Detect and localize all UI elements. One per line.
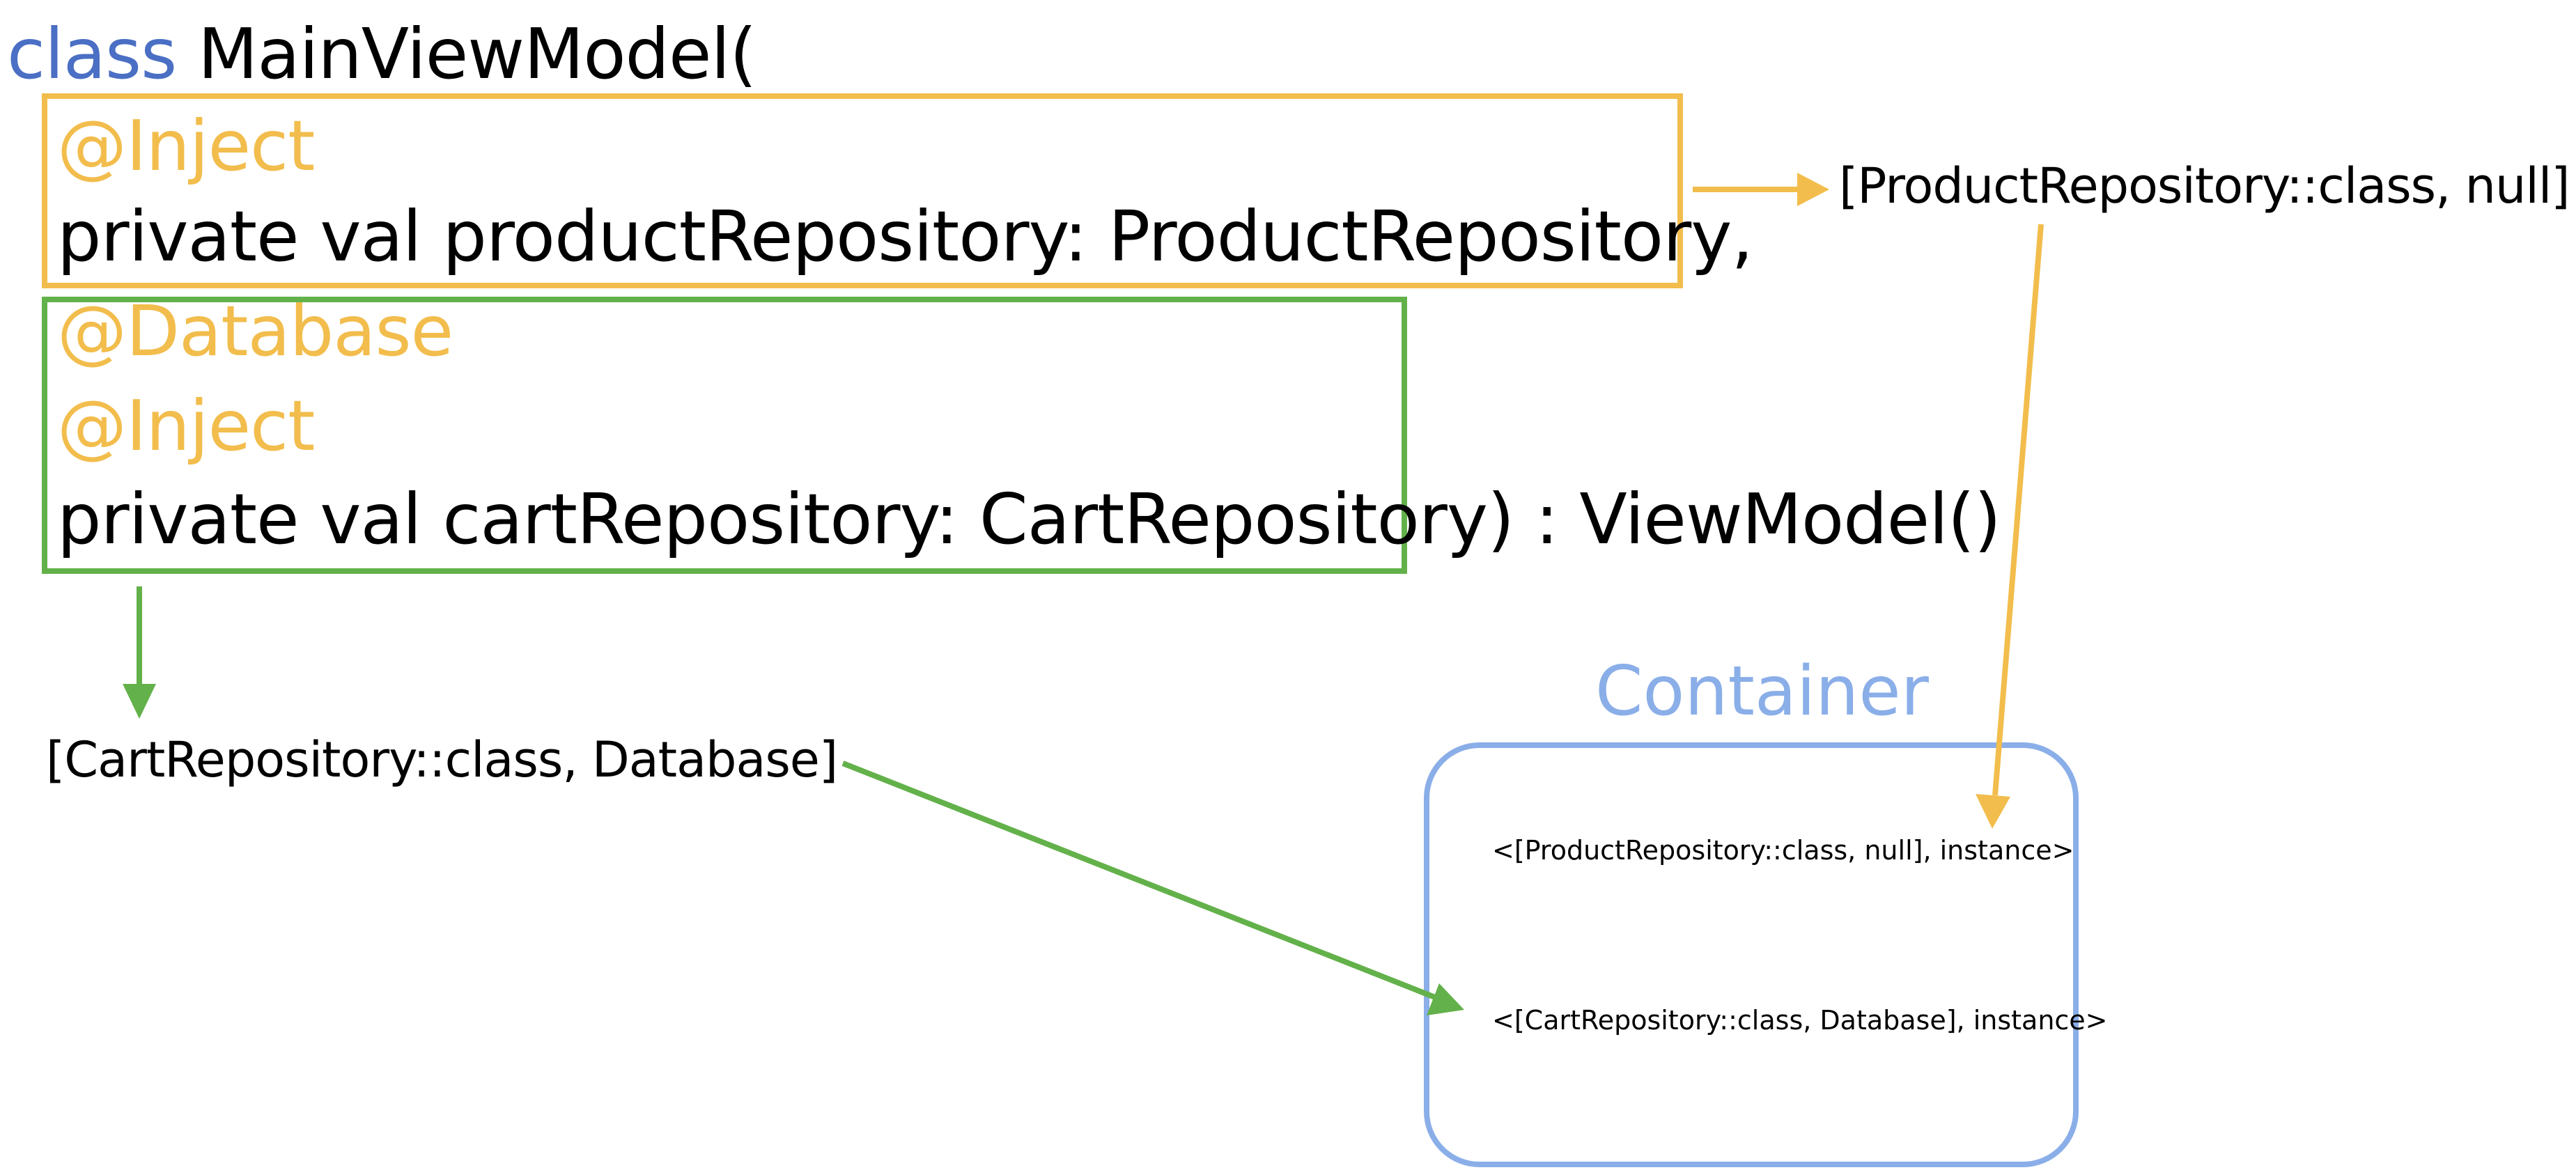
product-param-highlight-box [42, 93, 1683, 288]
cart-param-tail: ) : ViewModel() [1487, 478, 2001, 560]
cart-param: private val cartRepository: CartReposito… [57, 478, 1488, 560]
class-keyword: class [7, 13, 177, 95]
product-key-label: [ProductRepository::class, null] [1839, 157, 2570, 214]
cart-param-line: private val cartRepository: CartReposito… [57, 485, 2001, 554]
container-title: Container [1595, 652, 1929, 731]
arrow-cart-key-to-container [841, 760, 1464, 1015]
product-param-line: private val productRepository: ProductRe… [57, 196, 1753, 277]
database-annotation: @Database [57, 290, 453, 372]
container-entry-cart: <[CartRepository::class, Database], inst… [1492, 1005, 2108, 1036]
inject-annotation-2: @Inject [57, 385, 315, 467]
class-declaration-line: class MainViewModel( [7, 20, 756, 89]
container-box [1424, 742, 2079, 1167]
inject-annotation-1: @Inject [57, 105, 315, 187]
arrow-product-key-to-container [1976, 224, 2044, 829]
container-entry-product: <[ProductRepository::class, null], insta… [1492, 835, 2074, 866]
cart-param-highlight-box [42, 297, 1407, 574]
arrow-product-to-key [1693, 173, 1829, 206]
arrow-cart-to-key [123, 586, 156, 719]
class-name: MainViewModel( [198, 13, 756, 95]
cart-key-label: [CartRepository::class, Database] [46, 731, 838, 788]
